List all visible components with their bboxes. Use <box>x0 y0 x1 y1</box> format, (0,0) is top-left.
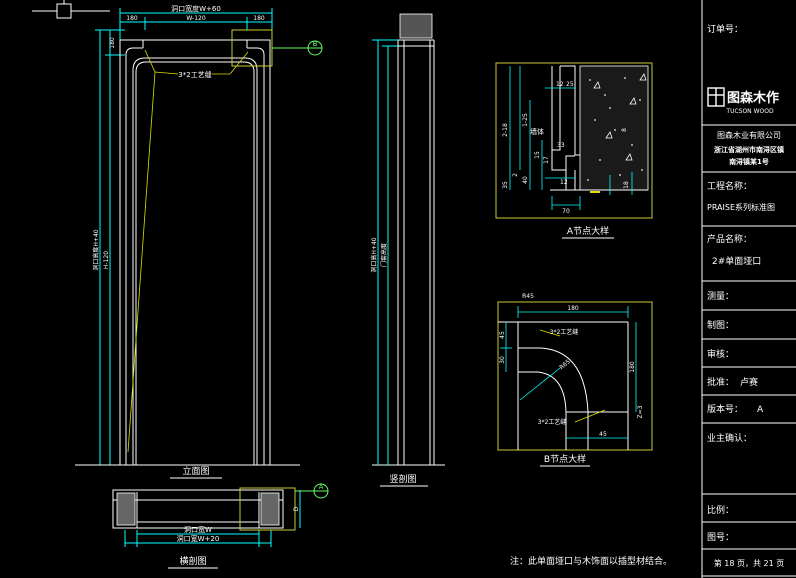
detail-a-label-0: 墙体 <box>530 127 544 136</box>
detail-a-dim-2: 1-25 <box>522 113 529 127</box>
section-view: 洞口高H+40 门套高度 竖剖图 <box>370 13 445 487</box>
elevation-top-inner-dim: W-120 <box>186 15 205 22</box>
section-dim-1: 洞口高H+40 <box>370 237 378 272</box>
detail-b-dim-right: 180 <box>629 361 636 373</box>
company-address-2: 南浔镇某1号 <box>729 157 769 166</box>
elevation-top-left-dim: 180 <box>126 15 138 22</box>
detail-a-caption: A节点大样 <box>567 225 609 237</box>
approve-label: 批准： <box>707 376 734 388</box>
detail-b-side-label: Z=3 <box>637 405 644 418</box>
elevation-left-inner-dim: H-120 <box>103 251 110 269</box>
detail-a-dim-3: 2-18 <box>502 123 509 137</box>
draw-label: 制图： <box>707 319 734 331</box>
scale-label: 比例： <box>707 504 734 516</box>
brand-logo: 图森木作 TUCSON WOOD <box>707 87 779 115</box>
detail-b-seam-top: 3*2工艺缝 <box>550 328 579 336</box>
project-name-value: PRAISE系列标准图 <box>707 202 775 212</box>
company-name: 图森木业有限公司 <box>717 130 781 140</box>
detail-b-caption: B节点大样 <box>544 453 586 465</box>
detail-a-label-1: 12 <box>560 179 568 186</box>
elevation-top-total-dim: 洞口宽度W+60 <box>171 4 221 13</box>
review-label: 审核： <box>707 348 734 360</box>
detail-b-top-label: R45 <box>522 293 534 300</box>
wall-hatch <box>587 77 643 181</box>
product-name-value: 2#单面垭口 <box>712 255 761 267</box>
brand-name-cn: 图森木作 <box>727 90 779 106</box>
plan-callout-a: A <box>319 483 324 491</box>
detail-a-dim-5: 2 <box>512 173 519 177</box>
elevation-callout-b: B <box>313 40 318 48</box>
measure-label: 测量： <box>707 291 734 302</box>
owner-confirm-label: 业主确认： <box>707 432 752 444</box>
detail-a-label-3: 40 <box>522 176 529 184</box>
plan-dim-outer: 洞口宽W+20 <box>177 534 220 543</box>
drawing-note: 注：此单面垭口与木饰面以插型材结合。 <box>510 555 672 567</box>
title-block: 订单号： 图森木作 TUCSON WOOD 图森木业有限公司 浙江省湖州市南浔区… <box>701 0 796 578</box>
drawing-number-label: 图号： <box>707 532 734 543</box>
detail-b-dim-top: 180 <box>567 305 579 312</box>
version-label: 版本号： <box>707 403 743 415</box>
section-dim-2: 门套高度 <box>380 243 388 267</box>
detail-a-dim-6: 35 <box>502 181 509 189</box>
plan-dim-inner: 洞口宽W <box>184 525 212 534</box>
ucs-icon <box>32 0 110 19</box>
detail-a-dim-1: 25 <box>566 81 574 88</box>
order-number-label: 订单号： <box>707 23 743 35</box>
plan-view: A D 洞口宽W 洞口宽W+20 横剖图 <box>112 483 329 569</box>
brand-name-en: TUCSON WOOD <box>725 108 774 115</box>
detail-a-dim-4: 15 <box>534 151 541 159</box>
detail-a: 12 25 1-25 2-18 15 2 35 8 33 70 18 墙体 12… <box>495 62 653 239</box>
project-name-label: 工程名称： <box>707 180 752 192</box>
elevation-caption: 立面图 <box>182 465 209 477</box>
approve-value: 卢赛 <box>740 376 758 388</box>
detail-a-label-2: 17 <box>543 156 550 164</box>
detail-a-dim-0: 12 <box>556 81 564 88</box>
detail-b-dim-left2: 30 <box>499 356 506 364</box>
elevation-seam-label: 3*2工艺缝 <box>178 70 211 79</box>
elevation-left-outer-dim: 洞口高度H+40 <box>92 229 100 270</box>
product-name-label: 产品名称： <box>707 233 752 245</box>
detail-b-dim-bottom: 45 <box>599 431 607 438</box>
page-counter: 第 18 页，共 21 页 <box>714 558 785 568</box>
detail-b-seam-bottom: 3*2工艺缝 <box>538 418 567 426</box>
detail-a-dim-8: 33 <box>557 142 565 149</box>
detail-a-dim-10: 18 <box>623 181 630 189</box>
elevation-view: 洞口宽度W+60 W-120 180 180 180 洞口高度H+40 H-12… <box>75 4 323 479</box>
elevation-left-top-dim: 180 <box>109 37 116 49</box>
elevation-top-right-dim: 180 <box>253 15 265 22</box>
plan-dim-side: D <box>293 506 300 511</box>
detail-a-dim-7: 8 <box>621 128 628 132</box>
version-value: A <box>757 405 764 415</box>
detail-a-dim-9: 70 <box>562 208 570 215</box>
detail-b-dim-left: 45 <box>499 331 506 339</box>
company-address-1: 浙江省湖州市南浔区镇 <box>714 145 784 154</box>
section-caption: 竖剖图 <box>389 473 416 485</box>
plan-caption: 横剖图 <box>179 555 206 567</box>
